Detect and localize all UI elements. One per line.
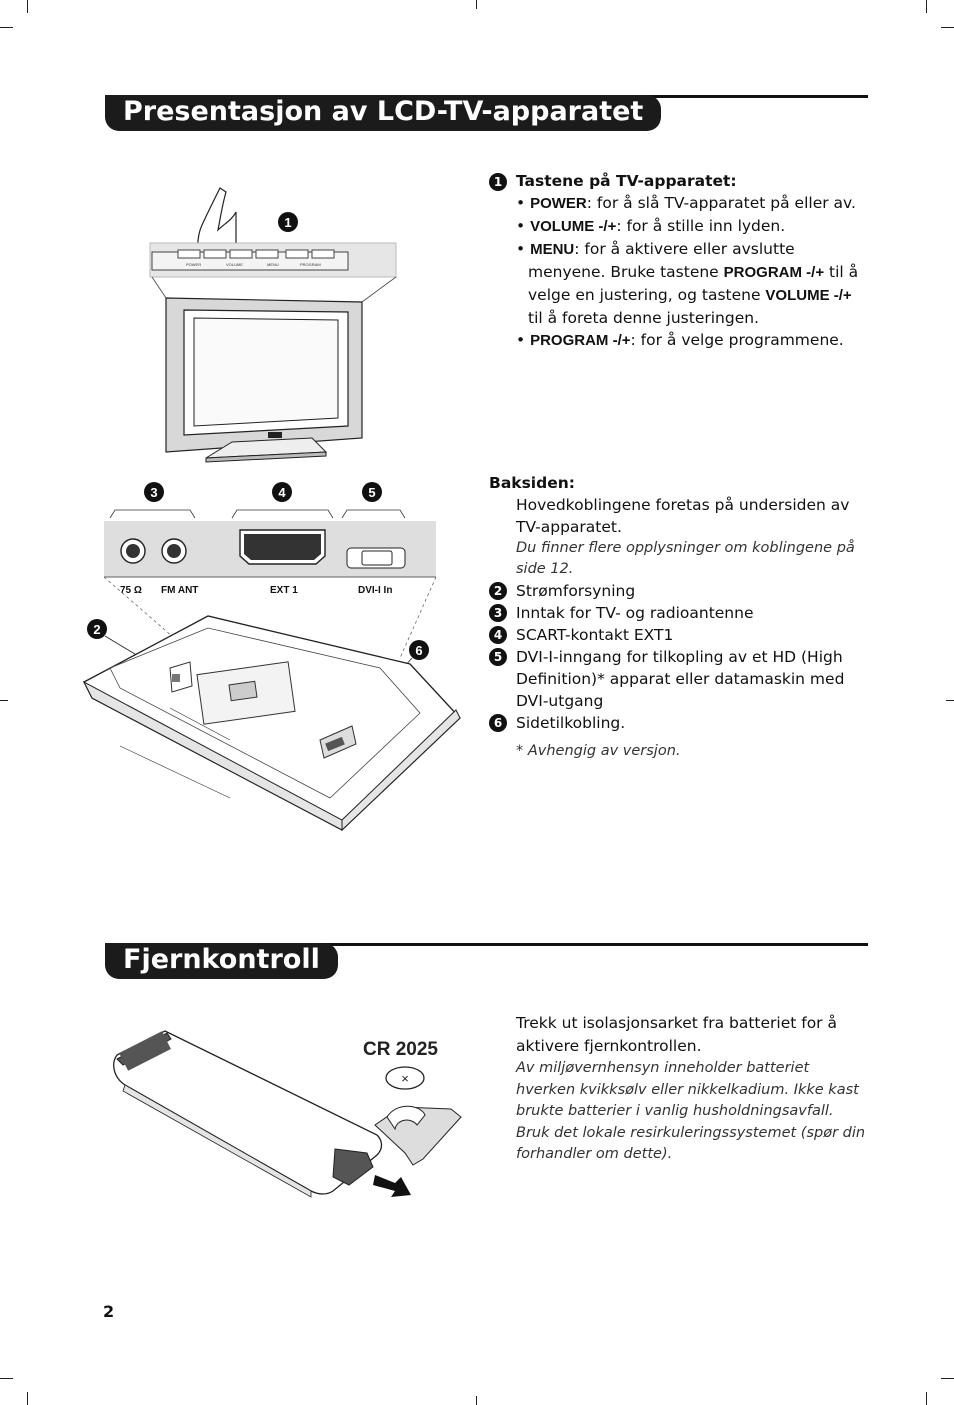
page-number: 2 [103, 1302, 115, 1321]
back-intro: Hovedkoblingene foretas på undersiden av… [516, 496, 850, 536]
tv-rear-illustration: 3 4 5 75 Ω FM ANT EXT 1 DVI-I In 2 6 [82, 482, 461, 832]
callout-6: 6 [415, 643, 422, 658]
connector-label-ext1: EXT 1 [270, 585, 298, 596]
crop-mark [0, 27, 13, 28]
front-panel-label: MENU [267, 262, 279, 267]
remote-illustration: CR 2025 × [113, 1030, 462, 1198]
crop-mark [926, 0, 927, 13]
key-item: • VOLUME -/+: for å stille inn lyden. [516, 217, 786, 235]
back-block: Baksiden: Hovedkoblingene foretas på und… [489, 472, 869, 762]
section-title: Fjernkontroll [105, 943, 338, 979]
svg-text:×: × [401, 1071, 409, 1086]
section-title: Presentasjon av LCD-TV-apparatet [105, 95, 662, 131]
crop-mark [941, 1378, 954, 1379]
remote-block: Trekk ut isolasjonsarket fra batteriet f… [516, 1012, 868, 1166]
key-item: • MENU: for å aktivere eller avslutte me… [516, 240, 859, 327]
remote-instructions: Trekk ut isolasjonsarket fra batteriet f… [516, 1014, 837, 1055]
callout-1: 1 [284, 215, 291, 230]
callout-4: 4 [278, 485, 286, 500]
footnote: * Avhengig av versjon. [516, 743, 681, 759]
crop-mark [0, 1378, 13, 1379]
crop-mark [476, 0, 477, 9]
front-panel-label: VOLUME [226, 262, 243, 267]
connector-label-fm: FM ANT [161, 585, 198, 596]
crop-mark [476, 1396, 477, 1405]
back-note: Du finner flere opplysninger om koblinge… [516, 540, 855, 577]
keys-heading: Tastene på TV-apparatet: [515, 172, 737, 190]
crop-mark [27, 1392, 28, 1405]
key-item: • POWER: for å slå TV-apparatet på eller… [516, 194, 856, 212]
connector-label-dvi: DVI-I In [358, 585, 392, 596]
key-item: • PROGRAM -/+: for å velge programmene. [516, 331, 844, 349]
back-heading: Baksiden: [489, 474, 575, 492]
crop-mark [27, 0, 28, 13]
tv-front-illustration: POWER VOLUME MENU PROGRAM 1 [149, 187, 397, 463]
battery-label: CR 2025 [363, 1039, 438, 1060]
connector-label-75: 75 Ω [120, 585, 142, 596]
callout-3: 3 [150, 485, 157, 500]
front-panel-label: POWER [186, 262, 201, 267]
crop-mark [946, 700, 954, 701]
section-rule [105, 943, 868, 946]
callout-5: 5 [368, 485, 375, 500]
crop-mark [941, 27, 954, 28]
crop-mark [926, 1392, 927, 1405]
keys-heading-row: 1 Tastene på TV-apparatet: [489, 170, 869, 192]
keys-block: 1 Tastene på TV-apparatet: • POWER: for … [489, 170, 869, 352]
crop-mark [0, 700, 8, 701]
callout-2: 2 [93, 622, 100, 637]
remote-note: Av miljøvernhensyn inneholder batteriet … [516, 1060, 866, 1162]
callout-1: 1 [489, 172, 507, 191]
front-panel-label: PROGRAM [300, 262, 321, 267]
